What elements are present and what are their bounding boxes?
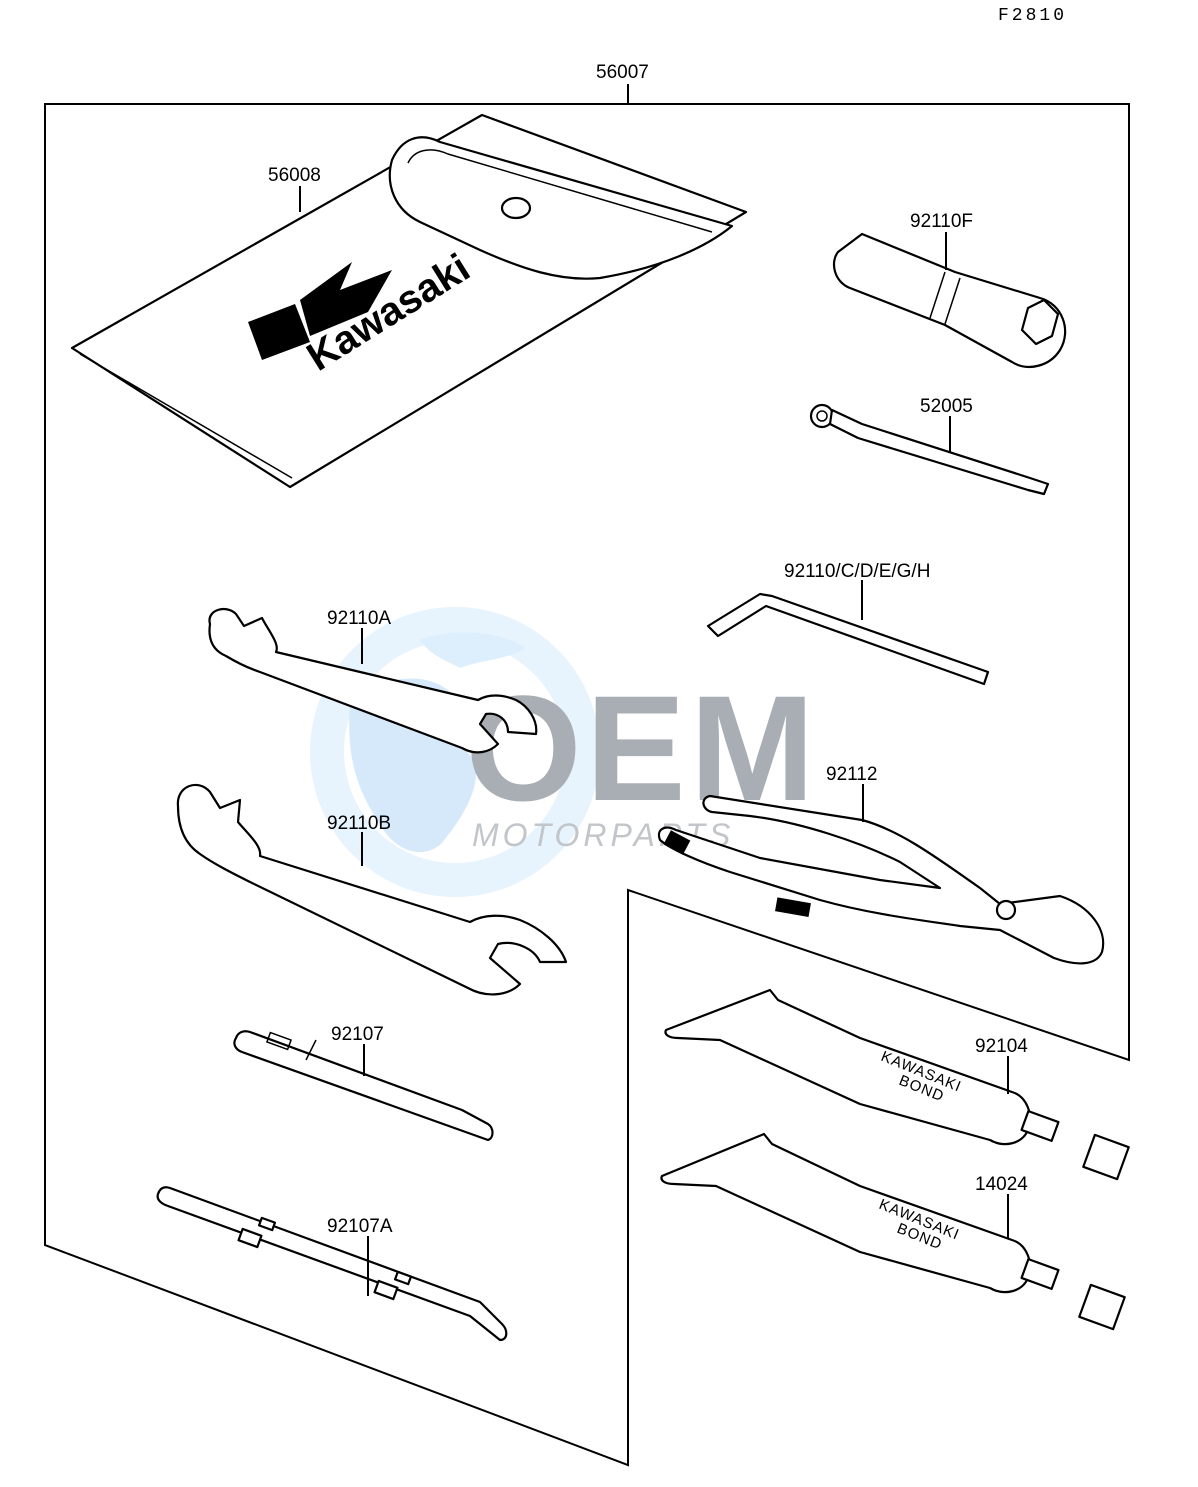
figure-code: F2810 bbox=[998, 6, 1067, 26]
tool-pouch: Kawasaki bbox=[70, 113, 748, 489]
callout-92110b: 92110B bbox=[327, 813, 391, 834]
bond-tube-92104: KAWASAKI BOND bbox=[664, 988, 1130, 1181]
wrench-92110a bbox=[208, 607, 538, 754]
callout-92112: 92112 bbox=[826, 764, 877, 785]
callout-92110-cdegh: 92110/C/D/E/G/H bbox=[784, 561, 930, 582]
callout-92104: 92104 bbox=[975, 1036, 1028, 1057]
callout-92107: 92107 bbox=[331, 1024, 384, 1045]
spark-plug-wrench bbox=[832, 232, 1067, 368]
screwdriver-92107 bbox=[233, 1030, 494, 1142]
pliers bbox=[657, 784, 1105, 965]
wrench-92110b bbox=[176, 783, 568, 996]
watermark: OEM MOTORPARTS bbox=[310, 607, 815, 897]
tommy-bar bbox=[809, 403, 1050, 496]
callout-52005: 52005 bbox=[920, 396, 973, 417]
callout-56007: 56007 bbox=[596, 62, 649, 83]
screwdriver-92107a bbox=[156, 1186, 508, 1342]
kit-outline bbox=[44, 84, 1130, 1467]
callout-92110a: 92110A bbox=[327, 608, 391, 629]
callout-92110f: 92110F bbox=[910, 211, 973, 232]
bond-tube-14024: KAWASAKI BOND bbox=[660, 1132, 1126, 1331]
hex-key bbox=[706, 580, 990, 686]
callout-92107a: 92107A bbox=[327, 1216, 393, 1237]
callout-56008: 56008 bbox=[268, 165, 321, 186]
callout-14024: 14024 bbox=[975, 1174, 1028, 1195]
